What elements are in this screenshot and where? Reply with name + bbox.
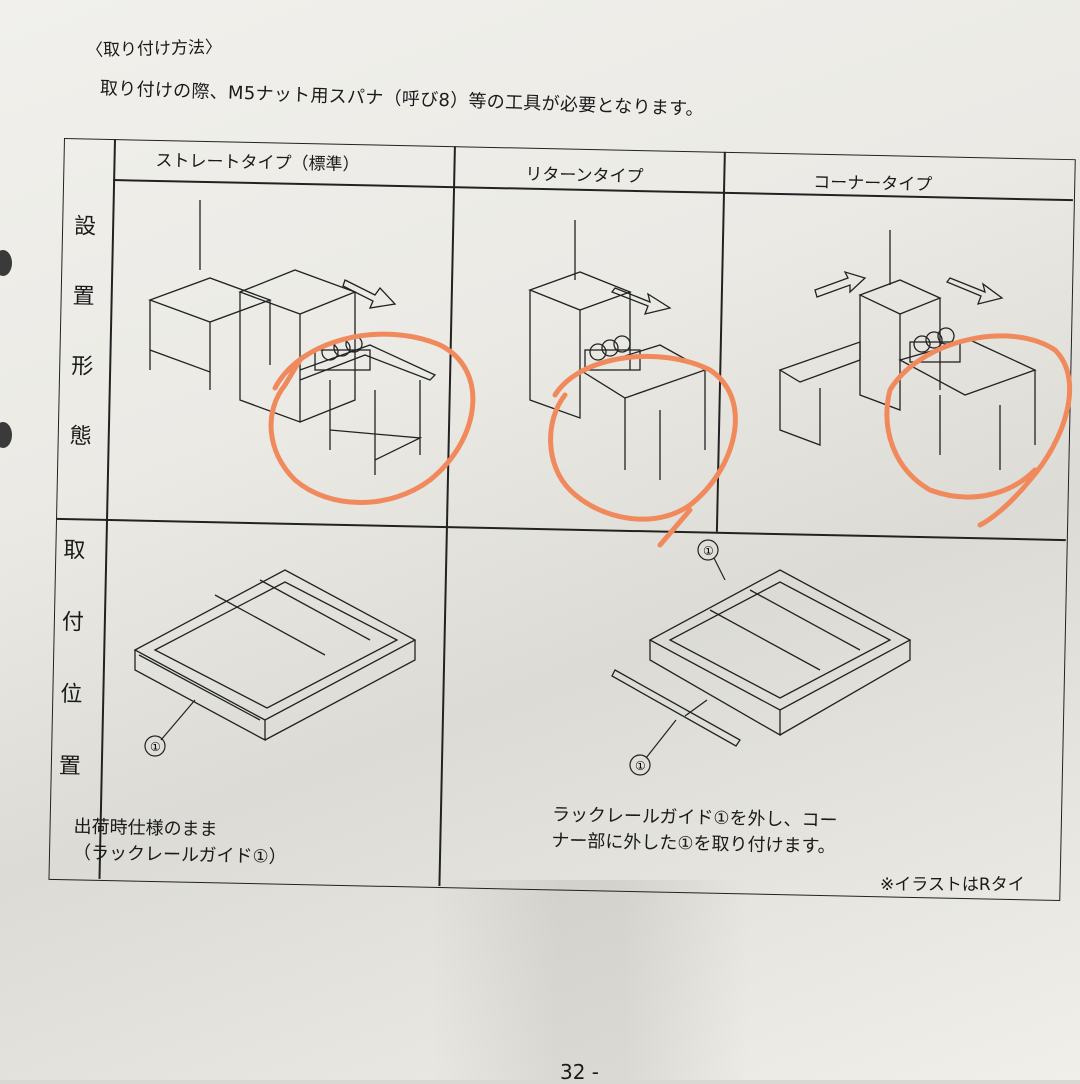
circle-straight: [268, 331, 476, 505]
circle-return-tail: [657, 507, 693, 548]
straight-type-illustration: [148, 200, 437, 475]
circle-return: [548, 353, 738, 522]
hand-shadow: [430, 880, 750, 1080]
illustration-note: ※イラストはRタイ: [880, 875, 1025, 895]
svg-text:①: ①: [635, 759, 646, 773]
binder-hole: [0, 422, 12, 448]
circle-corner: [884, 333, 1073, 528]
svg-text:①: ①: [703, 544, 714, 558]
rack-frame-corner-illustration: ① ①: [611, 539, 912, 776]
binder-hole: [0, 250, 12, 276]
svg-text:①: ①: [150, 740, 161, 754]
corner-type-illustration: [778, 230, 1037, 470]
rack-frame-standard-illustration: ①: [133, 569, 417, 757]
page-number: 32 -: [560, 1060, 600, 1084]
